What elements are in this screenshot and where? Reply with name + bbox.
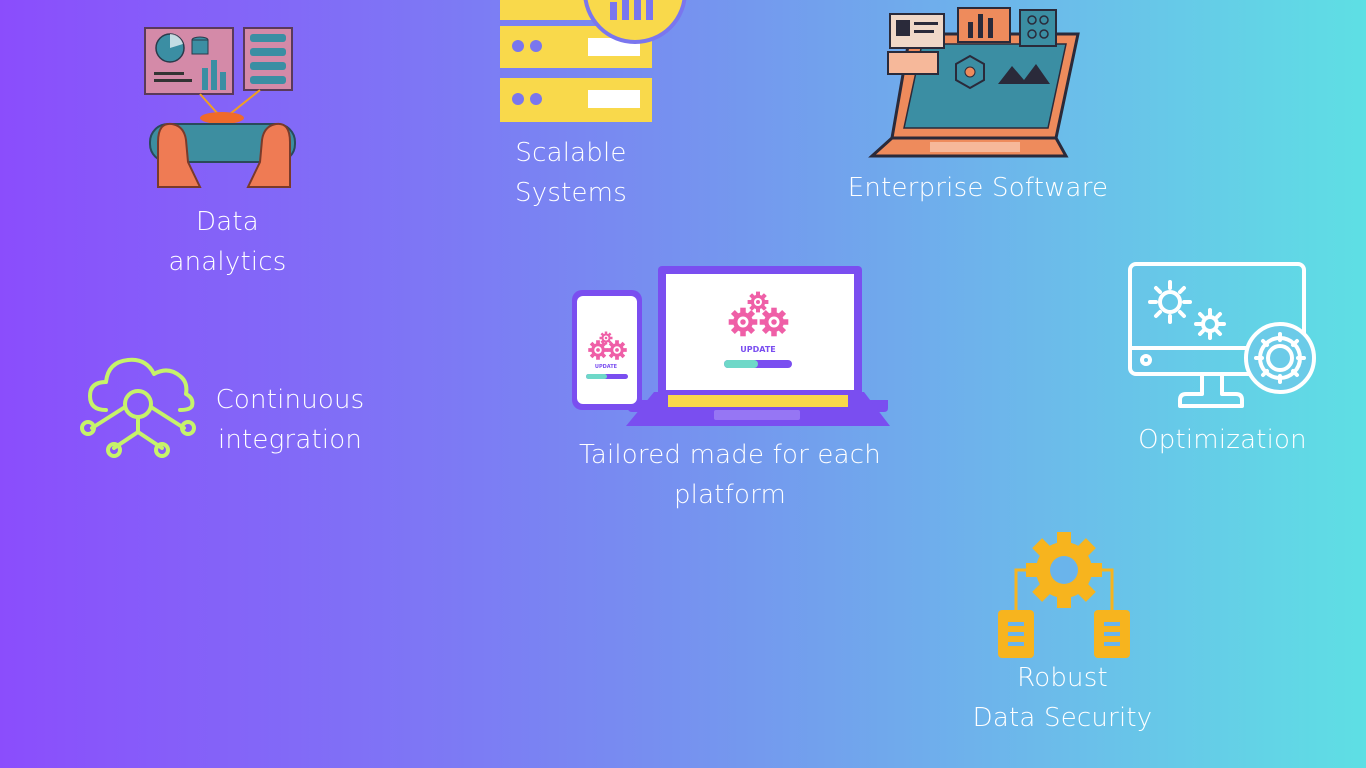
tailored-platform-label: Tailored made for each platform [570,435,890,515]
tailored-platform-line2: platform [673,480,787,510]
monitor-gears-icon [1128,262,1316,408]
enterprise-software-line1: Enterprise Software [847,173,1109,203]
laptop-progress-fill [724,360,758,368]
devices-update-illustration: UPDATE UPDATE [572,266,890,426]
tailored-platform-line1: Tailored made for each [579,440,881,470]
enterprise-software-label: Enterprise Software [838,168,1118,208]
scalable-systems-label: Scalable Systems [486,133,656,213]
phone-update-text: UPDATE [595,364,618,370]
server-stack-icon [500,0,687,122]
security-gear-servers-icon [998,532,1130,658]
cloud-network-icon [80,357,196,458]
laptop-update-text: UPDATE [740,345,776,354]
optimization-label: Optimization [1120,420,1325,460]
scalable-systems-line2: Systems [515,178,627,208]
data-security-label: Robust Data Security [960,658,1165,738]
continuous-integration-label: Continuous integration [200,380,380,460]
continuous-integration-line1: Continuous [215,385,365,415]
enterprise-laptop-illustration [868,7,1080,158]
continuous-integration-line2: integration [217,425,363,455]
data-analytics-label: Data analytics [140,202,315,282]
data-analytics-line1: Data [196,207,259,237]
data-security-line1: Robust [1017,663,1108,693]
scalable-systems-line1: Scalable [515,138,627,168]
data-security-line2: Data Security [972,703,1153,733]
optimization-line1: Optimization [1138,425,1307,455]
data-analytics-line2: analytics [168,247,287,277]
phone-progress-fill [586,374,607,379]
data-analytics-illustration [144,27,296,188]
